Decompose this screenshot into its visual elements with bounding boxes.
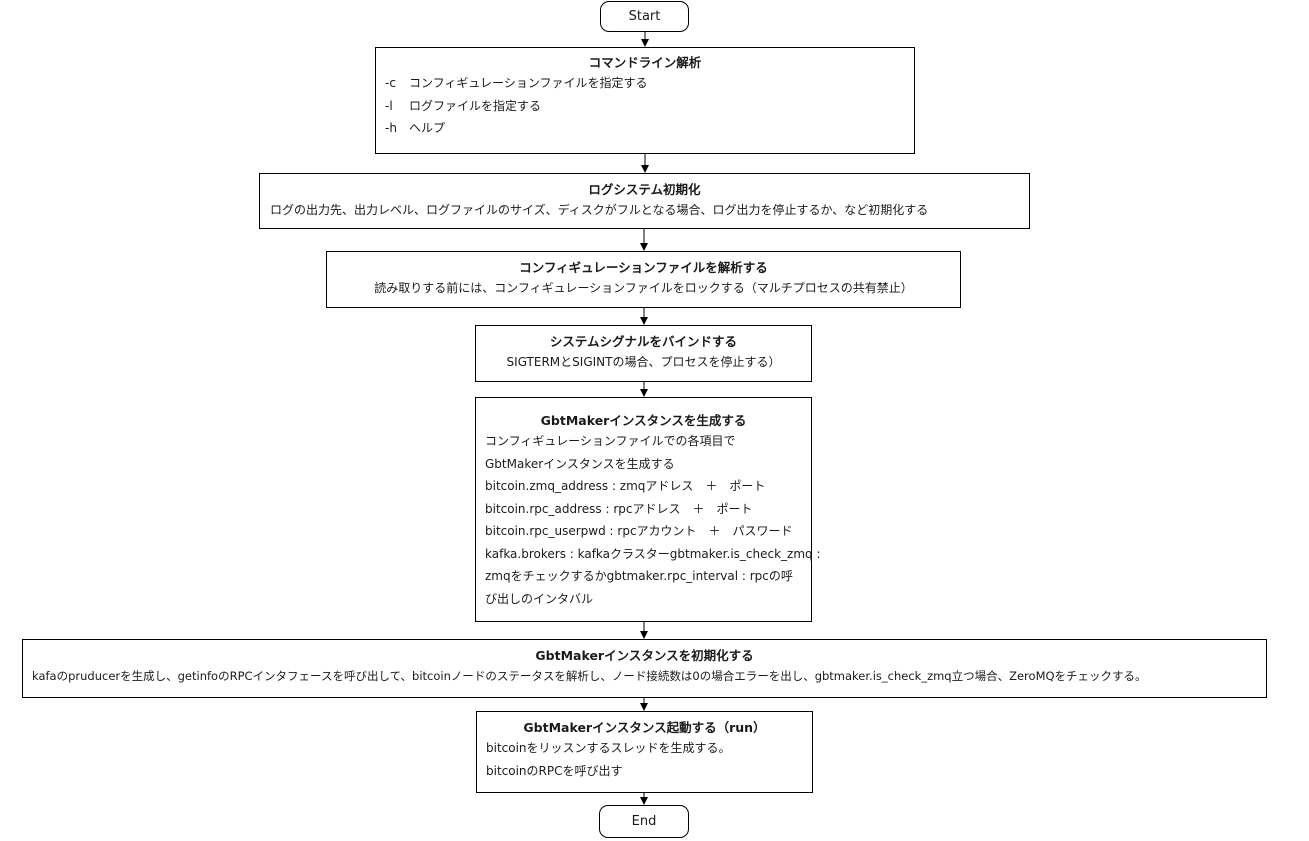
end-label: End <box>631 814 657 829</box>
step-title: システムシグナルをバインドする <box>549 334 738 349</box>
step-text: び出しのインタバル <box>485 591 594 606</box>
step-text: kafka.brokers : kafkaクラスターgbtmaker.is_ch… <box>485 546 821 561</box>
step-init-gbtmaker: GbtMakerインスタンスを初期化する kafaのpruducerを生成し、g… <box>22 639 1267 698</box>
option-flag: -h <box>385 121 397 135</box>
step-text: bitcoin.zmq_address : zmqアドレス ＋ ポート <box>485 479 766 493</box>
step-title: コマンドライン解析 <box>588 55 702 70</box>
option-desc: ヘルプ <box>409 121 446 135</box>
step-bind-signals: システムシグナルをバインドする SIGTERMとSIGINTの場合、プロセスを停… <box>475 325 812 382</box>
step-log-system-init: ログシステム初期化 ログの出力先、出力レベル、ログファイルのサイズ、ディスクがフ… <box>259 173 1030 229</box>
step-text: bitcoin.rpc_userpwd : rpcアカウント ＋ パスワード <box>485 524 793 538</box>
start-label: Start <box>628 9 661 24</box>
step-text: kafaのpruducerを生成し、getinfoのRPCインタフェースを呼び出… <box>32 669 1147 683</box>
step-create-gbtmaker: GbtMakerインスタンスを生成する コンフィギュレーションファイルでの各項目… <box>475 397 821 622</box>
option-desc: ログファイルを指定する <box>409 98 542 113</box>
option-row: -c コンフィギュレーションファイルを指定する <box>385 72 914 95</box>
step-text: 読み取りする前には、コンフィギュレーションファイルをロックする（マルチプロセスの… <box>374 281 913 295</box>
step-text: bitcoinをリッスンするスレッドを生成する。 <box>486 741 731 755</box>
step-title: GbtMakerインスタンスを初期化する <box>535 648 754 663</box>
option-row: -h ヘルプ <box>385 117 914 140</box>
option-desc: コンフィギュレーションファイルを指定する <box>409 76 648 90</box>
step-title: GbtMakerインスタンス起動する（run） <box>523 720 766 735</box>
step-parse-config: コンフィギュレーションファイルを解析する 読み取りする前には、コンフィギュレーシ… <box>326 251 961 308</box>
step-text: bitcoinのRPCを呼び出す <box>486 763 623 778</box>
step-text: bitcoin.rpc_address : rpcアドレス ＋ ポート <box>485 501 753 516</box>
step-text: zmqをチェックするかgbtmaker.rpc_interval : rpcの呼 <box>485 569 793 583</box>
option-flag: -c <box>385 76 396 90</box>
step-text: コンフィギュレーションファイルでの各項目で <box>485 434 736 448</box>
step-title: ログシステム初期化 <box>588 182 701 197</box>
step-run-gbtmaker: GbtMakerインスタンス起動する（run） bitcoinをリッスンするスレ… <box>476 711 813 793</box>
option-row: -l ログファイルを指定する <box>385 95 914 118</box>
end-node: End <box>599 805 689 838</box>
step-title: GbtMakerインスタンスを生成する <box>540 413 747 428</box>
step-text: SIGTERMとSIGINTの場合、プロセスを停止する） <box>506 355 781 369</box>
step-title: コンフィギュレーションファイルを解析する <box>519 260 768 275</box>
step-text: GbtMakerインスタンスを生成する <box>485 456 675 471</box>
step-command-line-parse: コマンドライン解析 -c コンフィギュレーションファイルを指定する -l ログフ… <box>375 47 915 154</box>
option-flag: -l <box>385 98 393 113</box>
step-text: ログの出力先、出力レベル、ログファイルのサイズ、ディスクがフルとなる場合、ログ出… <box>270 203 929 217</box>
start-node: Start <box>600 1 689 32</box>
